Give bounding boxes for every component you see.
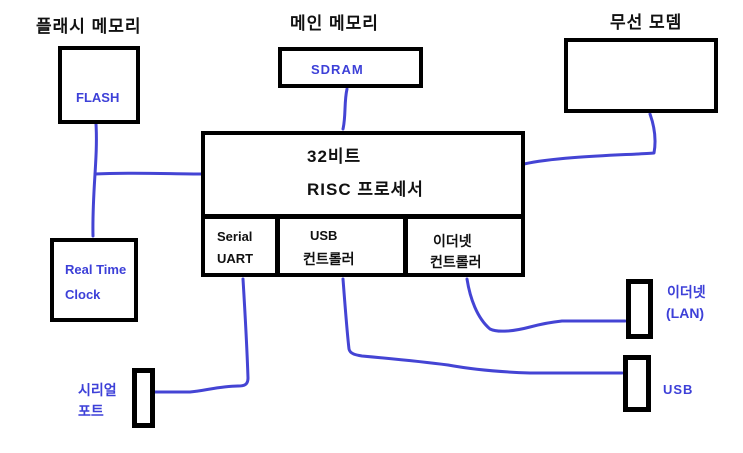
serial-port-label-line1: 시리얼 bbox=[78, 382, 117, 398]
flash-box-label: FLASH bbox=[76, 90, 120, 105]
serial-port-label-line2: 포트 bbox=[78, 403, 104, 419]
lan-port-label-line2: (LAN) bbox=[666, 305, 705, 321]
serial-uart-cell-line2: UART bbox=[217, 251, 254, 266]
rtc-box-line2: Clock bbox=[65, 287, 101, 302]
wire-usbctrl-to-usb-port bbox=[341, 277, 624, 375]
ethernet-controller-cell-line2: 컨트롤러 bbox=[430, 254, 482, 270]
main-memory-title: 메인 메모리 bbox=[290, 14, 379, 33]
usb-controller-cell-line2: 컨트롤러 bbox=[303, 251, 355, 267]
risc-processor-label: 32비트 RISC 프로세서 bbox=[307, 148, 424, 198]
usb-port-label: USB bbox=[663, 382, 694, 397]
risc-processor-box bbox=[201, 131, 525, 277]
rtc-box-line1: Real Time bbox=[65, 262, 127, 277]
sdram-box-label: SDRAM bbox=[311, 62, 364, 77]
rtc-box: Real Time Clock bbox=[50, 238, 138, 322]
wire-modem-to-processor bbox=[522, 112, 657, 166]
wire-ethctrl-to-lan-port bbox=[465, 277, 627, 333]
cell-divider-2 bbox=[403, 214, 408, 277]
lan-port-rect bbox=[626, 279, 653, 339]
sdram-box: SDRAM bbox=[278, 47, 423, 88]
ethernet-controller-cell-line1: 이더넷 bbox=[433, 233, 472, 249]
flash-box: FLASH bbox=[58, 46, 140, 124]
wireless-modem-box bbox=[564, 38, 718, 113]
wireless-modem-title: 무선 모뎀 bbox=[610, 13, 683, 32]
wire-flash-to-rtc bbox=[91, 122, 98, 238]
wire-flash-branch-to-processor bbox=[93, 171, 205, 176]
serial-port-rect bbox=[132, 368, 155, 428]
serial-uart-cell-line1: Serial bbox=[217, 229, 253, 244]
usb-port-rect bbox=[623, 355, 651, 412]
flash-memory-title: 플래시 메모리 bbox=[36, 17, 142, 36]
lan-port-label-line1: 이더넷 bbox=[667, 284, 706, 300]
cell-divider-1 bbox=[275, 214, 280, 277]
usb-controller-cell-line1: USB bbox=[310, 228, 338, 243]
processor-inner-divider bbox=[201, 214, 525, 219]
risc-processor-label-line1: 32비트 bbox=[307, 147, 362, 166]
risc-processor-label-line2: RISC 프로세서 bbox=[307, 180, 424, 199]
wire-sdram-to-processor bbox=[341, 87, 349, 131]
